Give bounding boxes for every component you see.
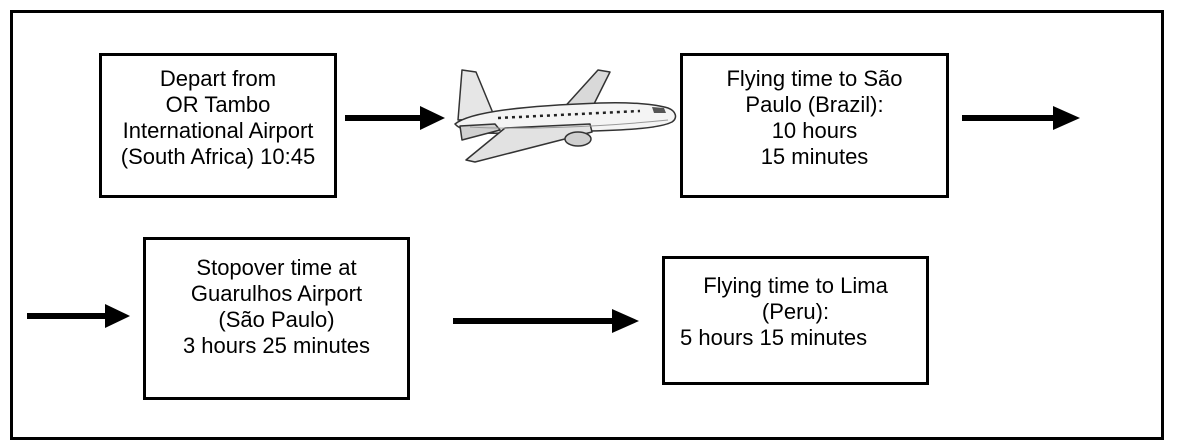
arrow-4 xyxy=(453,309,639,333)
flight1-line-3: 10 hours xyxy=(771,118,858,143)
arrow-2 xyxy=(962,106,1080,130)
departure-line-2: OR Tambo xyxy=(165,92,271,117)
departure-line-1: Depart from xyxy=(159,66,277,91)
stopover-box: Stopover time at Guarulhos Airport (São … xyxy=(143,237,410,400)
flight-to-lima-box: Flying time to Lima (Peru): 5 hours 15 m… xyxy=(662,256,929,385)
arrows-layer xyxy=(27,69,1080,333)
arrow-3 xyxy=(27,304,130,328)
departure-line-3: International Airport xyxy=(122,118,314,143)
departure-box: Depart from OR Tambo International Airpo… xyxy=(99,53,337,198)
stopover-line-1: Stopover time at xyxy=(196,255,357,280)
airplane-icon xyxy=(454,69,677,163)
flight1-line-2: Paulo (Brazil): xyxy=(745,92,884,117)
flight1-line-1: Flying time to São xyxy=(726,66,903,91)
stopover-line-4: 3 hours 25 minutes xyxy=(182,333,371,358)
stopover-line-3: (São Paulo) xyxy=(218,307,335,332)
arrow-1 xyxy=(345,106,445,130)
flight2-line-2: (Peru): xyxy=(761,299,830,324)
flight1-line-4: 15 minutes xyxy=(760,144,869,169)
flight2-line-1: Flying time to Lima xyxy=(703,273,888,298)
stopover-line-2: Guarulhos Airport xyxy=(190,281,363,306)
flight2-line-3: 5 hours 15 minutes xyxy=(680,325,868,350)
flight-to-sao-paulo-box: Flying time to São Paulo (Brazil): 10 ho… xyxy=(680,53,949,198)
departure-line-4: (South Africa) 10:45 xyxy=(120,144,316,169)
